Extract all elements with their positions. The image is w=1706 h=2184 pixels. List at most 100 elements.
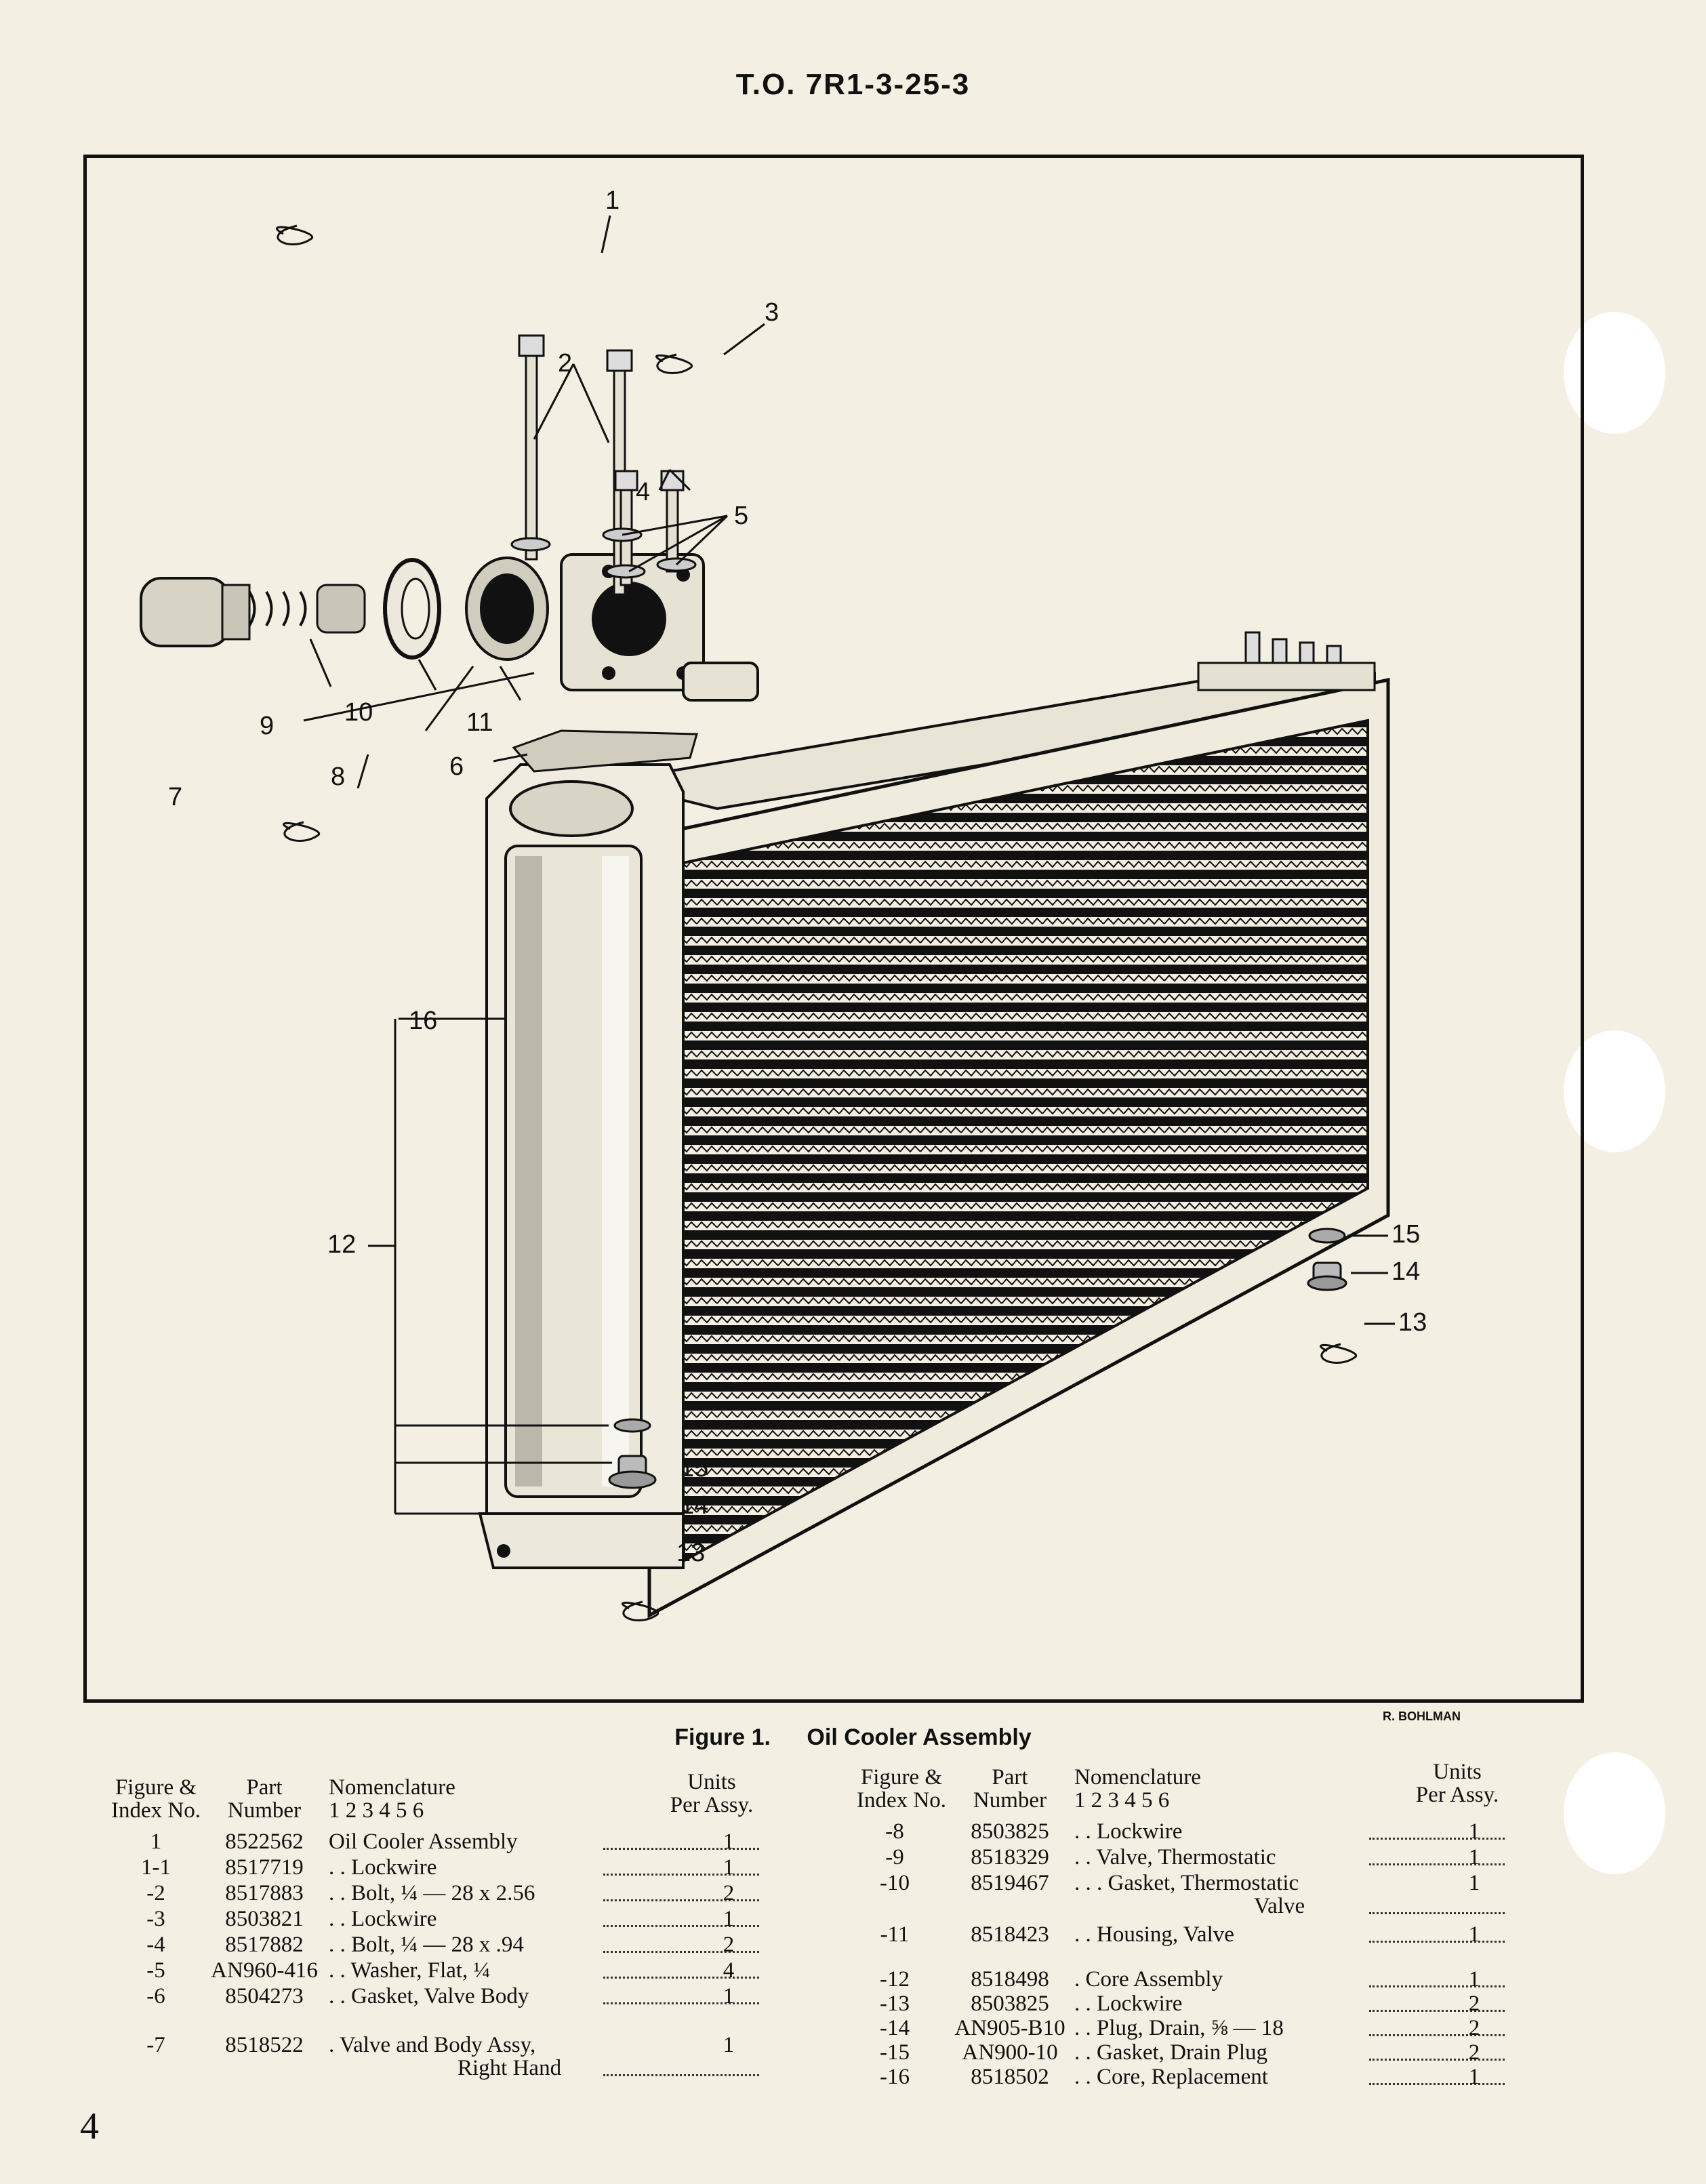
parts-table-right: Figure & Index No. Part Number Nomenclat… [827, 1760, 1559, 2088]
units-cell: 2 [1468, 2016, 1480, 2040]
callout-10: 10 [344, 698, 373, 727]
index-cell: -2 [146, 1881, 165, 1905]
col-header-units: Units Per Assy. [644, 1771, 779, 1817]
header-text: Figure & [860, 1765, 943, 1789]
part-number-cell: 8518502 [971, 2065, 1049, 2089]
nomenclature-cell: . . Lockwire [329, 1855, 437, 1880]
dot-leader [1369, 2010, 1505, 2012]
nomenclature-cell: . . Plug, Drain, ⅝ — 18 [1074, 2016, 1284, 2040]
col-header-part: Part Number [203, 1776, 325, 1822]
part-number-cell: 8517882 [225, 1933, 304, 1957]
nomenclature-cell: . . Lockwire [1074, 1819, 1183, 1844]
oil-cooler-illustration: 1 2 3 4 5 6 7 8 9 10 11 12 13 14 15 16 1… [140, 186, 1427, 1621]
callout-9: 9 [260, 712, 274, 740]
index-cell: -4 [146, 1933, 165, 1957]
nomenclature-cell: . . Valve, Thermostatic [1074, 1845, 1276, 1869]
header-text: Per Assy. [1415, 1783, 1499, 1807]
callout-14-lower: 14 [680, 1491, 708, 1520]
nomenclature-cell: . . . Gasket, Thermostatic [1074, 1871, 1299, 1895]
part-number-cell: 8518498 [971, 1967, 1049, 1991]
col-header-nomenclature: Nomenclature 1 2 3 4 5 6 [1074, 1766, 1345, 1812]
units-cell: 1 [1468, 1819, 1480, 1844]
callout-5: 5 [734, 502, 748, 530]
header-text: Part [246, 1775, 283, 1800]
part-number-cell: 8518329 [971, 1845, 1049, 1869]
part-number-cell: 8504273 [225, 1984, 304, 2008]
units-cell: 1 [723, 1984, 735, 2008]
illustrator-credit: R. BOHLMAN [1383, 1710, 1461, 1723]
units-cell: 1 [1468, 1871, 1480, 1895]
col-header-index: Figure & Index No. [834, 1766, 969, 1812]
part-number-cell: AN905-B10 [954, 2016, 1065, 2040]
header-text: Index No. [111, 1798, 201, 1823]
index-cell: 1 [150, 1829, 162, 1854]
dot-leader [603, 1951, 759, 1953]
nomenclature-cell: Oil Cooler Assembly [329, 1829, 518, 1854]
index-cell: -9 [885, 1845, 904, 1869]
index-cell: -6 [146, 1984, 165, 2008]
callout-3: 3 [765, 298, 779, 327]
header-text: Nomenclature [1074, 1765, 1201, 1789]
nomenclature-cell-continued: Valve [1254, 1894, 1305, 1918]
callout-6: 6 [449, 752, 464, 781]
index-cell: -15 [880, 2040, 910, 2065]
dot-leader [603, 2074, 759, 2076]
dot-leader [603, 1848, 759, 1850]
document-id: T.O. 7R1-3-25-3 [735, 68, 971, 101]
units-cell: 2 [723, 1933, 735, 1957]
nomenclature-cell: . Core Assembly [1074, 1967, 1223, 1991]
units-cell: 2 [723, 1881, 735, 1905]
header-text: Per Assy. [670, 1793, 754, 1817]
figure-title: Oil Cooler Assembly [807, 1724, 1032, 1750]
callout-15: 15 [1392, 1220, 1420, 1249]
units-cell: 1 [1468, 1967, 1480, 1991]
header-text: 1 2 3 4 5 6 [1074, 1788, 1170, 1813]
header-text: Index No. [857, 1788, 946, 1813]
index-cell: -7 [146, 2033, 165, 2057]
parts-table-left: Figure & Index No. Part Number Nomenclat… [75, 1771, 807, 2095]
index-cell: -13 [880, 1991, 910, 2016]
dot-leader [1369, 2059, 1505, 2061]
units-cell: 1 [1468, 2065, 1480, 2089]
dot-leader [1369, 2083, 1505, 2085]
header-text: Units [1433, 1760, 1482, 1784]
callout-13: 13 [1398, 1308, 1427, 1337]
units-cell: 1 [1468, 1922, 1480, 1947]
nomenclature-cell-continued: Right Hand [458, 2056, 562, 2080]
page-number: 4 [80, 2105, 99, 2147]
units-cell: 1 [723, 1855, 735, 1880]
callout-2: 2 [558, 349, 572, 378]
header-text: Units [687, 1770, 736, 1794]
col-header-part: Part Number [949, 1766, 1071, 1812]
units-cell: 1 [723, 2033, 735, 2057]
binder-hole [1564, 1752, 1665, 1874]
dot-leader [1369, 1985, 1505, 1987]
nomenclature-cell: . . Bolt, ¼ — 28 x 2.56 [329, 1881, 535, 1905]
dot-leader [1369, 2034, 1505, 2036]
figure-caption: Figure 1. Oil Cooler Assembly [0, 1724, 1706, 1751]
part-number-cell: 8503825 [971, 1991, 1049, 2016]
index-cell: -10 [880, 1871, 910, 1895]
callout-8: 8 [331, 763, 345, 791]
index-cell: 1-1 [141, 1855, 171, 1880]
dot-leader [1369, 1912, 1505, 1914]
callout-15-lower: 15 [680, 1454, 708, 1482]
nomenclature-cell: . . Gasket, Drain Plug [1074, 2040, 1268, 2065]
part-number-cell: AN960-416 [211, 1958, 318, 1983]
callout-14: 14 [1392, 1257, 1420, 1286]
nomenclature-cell: . . Housing, Valve [1074, 1922, 1234, 1947]
col-header-units: Units Per Assy. [1389, 1760, 1525, 1806]
callout-1: 1 [605, 186, 620, 215]
part-number-cell: 8517883 [225, 1881, 304, 1905]
nomenclature-cell: . . Bolt, ¼ — 28 x .94 [329, 1933, 524, 1957]
units-cell: 1 [723, 1907, 735, 1931]
col-header-index: Figure & Index No. [88, 1776, 224, 1822]
index-cell: -16 [880, 2065, 910, 2089]
part-number-cell: AN900-10 [962, 2040, 1058, 2065]
part-number-cell: 8517719 [225, 1855, 304, 1880]
callout-16: 16 [409, 1007, 437, 1035]
callout-12: 12 [327, 1230, 356, 1259]
part-number-cell: 8503825 [971, 1819, 1049, 1844]
header-text: Number [227, 1798, 302, 1823]
dot-leader [603, 1977, 759, 1979]
